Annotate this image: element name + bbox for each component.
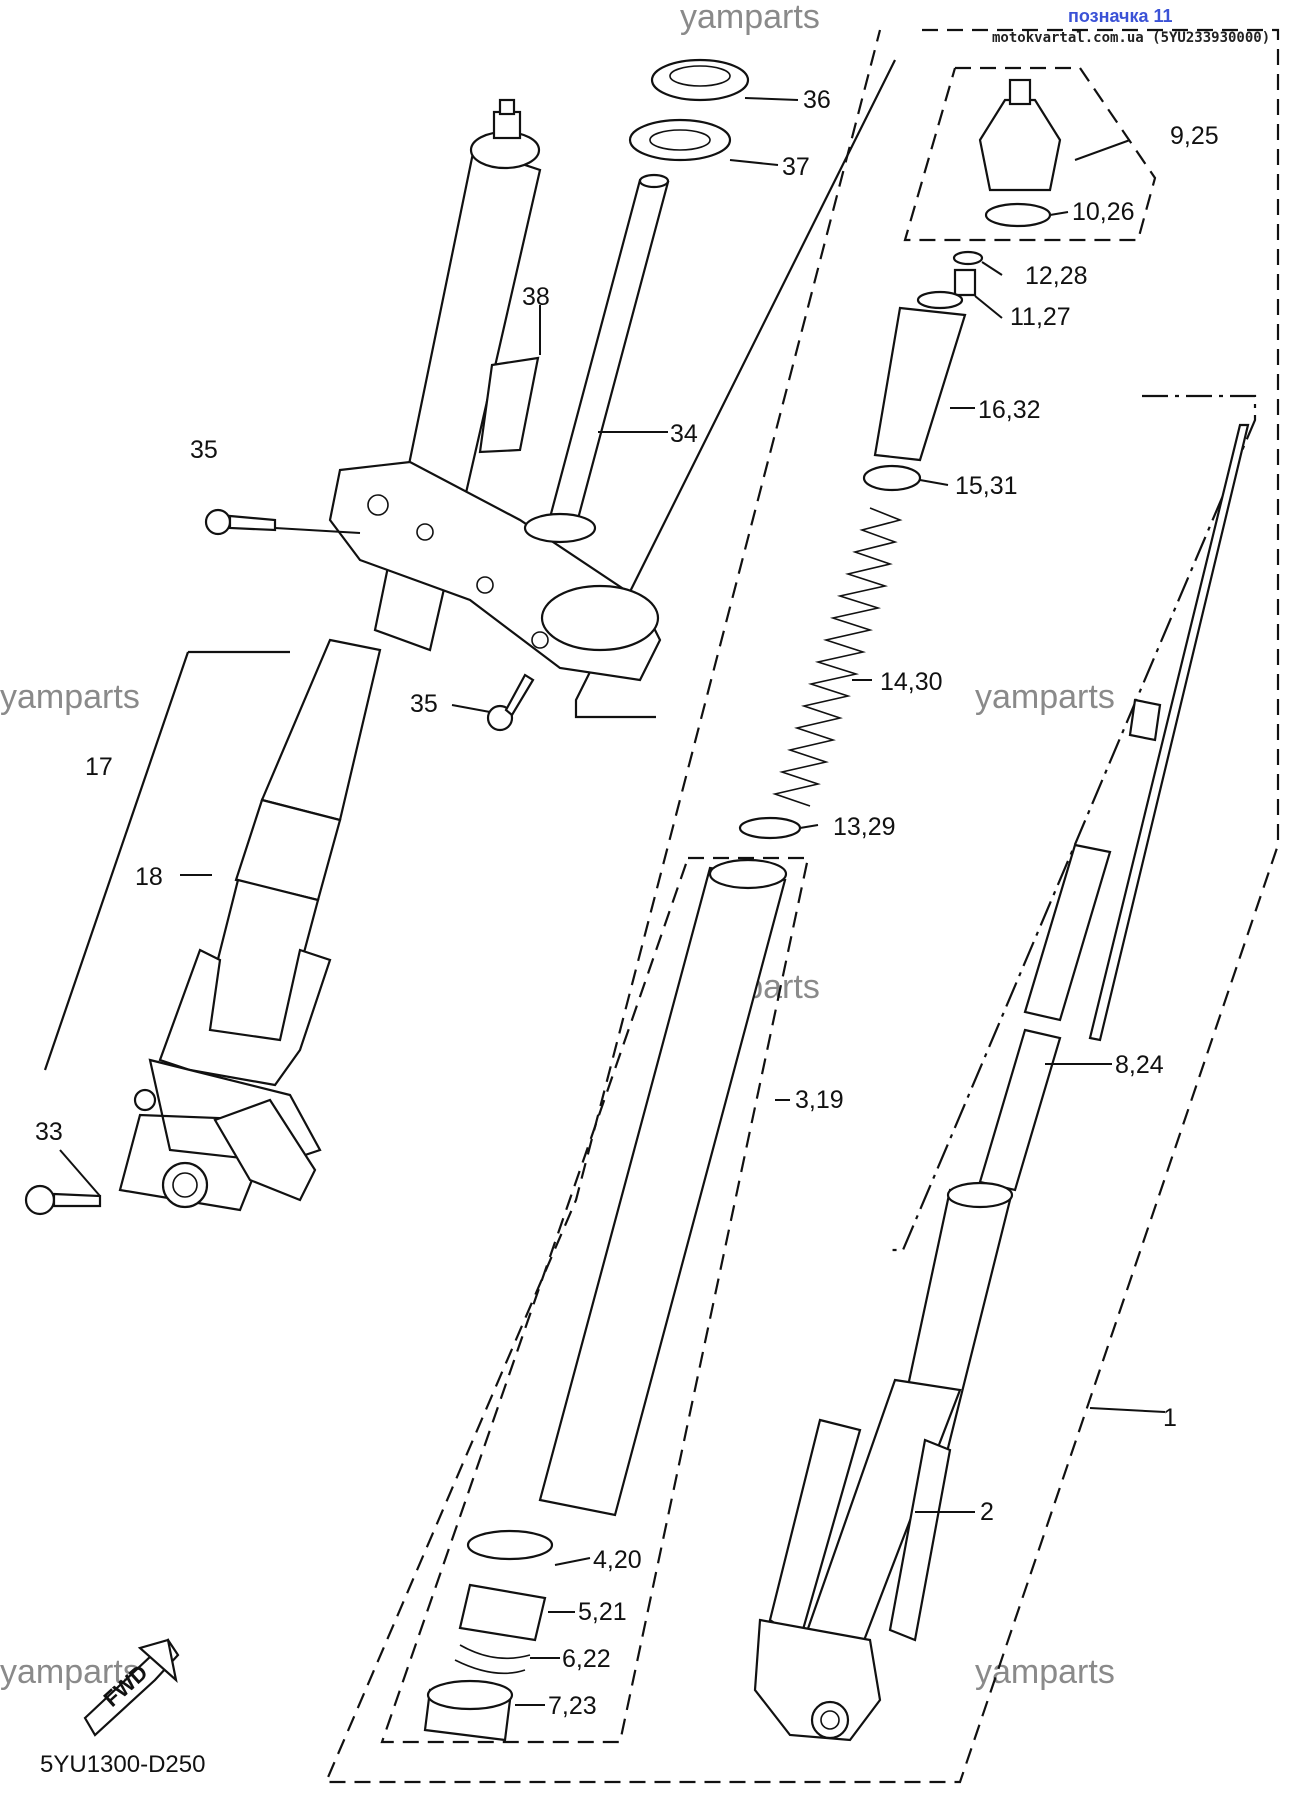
- watermark: yamparts: [0, 1653, 140, 1691]
- diagram-code: 5YU1300-D250: [40, 1751, 205, 1778]
- callout-4-20: 4,20: [593, 1546, 642, 1574]
- group-outline-34: [574, 59, 896, 719]
- callout-10-26: 10,26: [1072, 198, 1135, 226]
- watermark: yamparts: [975, 678, 1115, 716]
- watermark: yamparts: [680, 0, 820, 36]
- o-ring-10-26: [984, 202, 1052, 228]
- callout-7-23: 7,23: [548, 1692, 597, 1720]
- source-site: motokvartal.com.ua (5YU233930000): [992, 30, 1270, 46]
- assembly-outline-1: [324, 28, 1280, 1784]
- seat-15-31: [862, 464, 922, 492]
- washer-13-29: [738, 816, 802, 840]
- callout-12-28: 12,28: [1025, 262, 1088, 290]
- adjuster-11-27: [953, 268, 977, 297]
- callout-16-32: 16,32: [978, 396, 1041, 424]
- assembled-fork: [24, 98, 662, 1216]
- callout-38: 38: [522, 283, 550, 311]
- spring-14-30: [772, 507, 903, 807]
- callout-5-21: 5,21: [578, 1598, 627, 1626]
- group-outline-9-25: [903, 66, 1157, 242]
- callout-11-27: 11,27: [1010, 303, 1071, 331]
- callout-33: 33: [35, 1118, 63, 1146]
- callout-37: 37: [782, 153, 810, 181]
- callout-6-22: 6,22: [562, 1645, 611, 1673]
- inner-assembly: [753, 423, 1250, 1742]
- callout-13-29: 13,29: [833, 813, 896, 841]
- callout-35-lower: 35: [410, 690, 438, 718]
- internal-parts: [423, 78, 1062, 1742]
- washer-12-28: [952, 250, 984, 266]
- seal-4-20: [466, 1529, 554, 1561]
- callout-36: 36: [803, 86, 831, 114]
- clip-6-22: [454, 1644, 531, 1675]
- callout-2: 2: [980, 1498, 994, 1526]
- bearing-37: [628, 118, 732, 162]
- callout-9-25: 9,25: [1170, 122, 1219, 150]
- callout-14-30: 14,30: [880, 668, 943, 696]
- callout-8-24: 8,24: [1115, 1051, 1164, 1079]
- outer-tube-3-19: [538, 866, 787, 1517]
- callout-18: 18: [135, 863, 163, 891]
- watermark: yamparts: [0, 678, 140, 716]
- callout-17: 17: [85, 753, 113, 781]
- watermark: yamparts: [975, 1653, 1115, 1691]
- bolt-35-lower: [486, 673, 535, 732]
- callout-1: 1: [1163, 1404, 1177, 1432]
- bushing-5-21: [458, 1583, 547, 1642]
- callout-3-19: 3,19: [795, 1086, 844, 1114]
- leader-lines: [59, 97, 1166, 1706]
- callout-35-upper: 35: [190, 436, 218, 464]
- steering-stem: [523, 58, 750, 544]
- group-outline-8-24: [890, 394, 1257, 1252]
- callout-34: 34: [670, 420, 698, 448]
- spacer-16-32: [873, 306, 967, 462]
- damper-rod-8-24: [1088, 423, 1250, 1042]
- diagram-badge[interactable]: позначка 11: [1068, 6, 1173, 26]
- bolt-33: [24, 1184, 102, 1216]
- bolt-35-upper: [204, 508, 277, 536]
- group-outline-3-19: [380, 856, 810, 1744]
- callout-15-31: 15,31: [955, 472, 1018, 500]
